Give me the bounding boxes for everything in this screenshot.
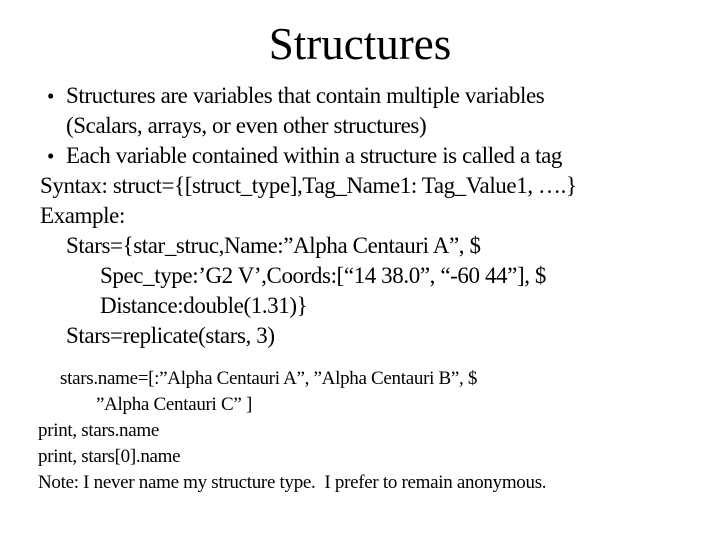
bullet-icon: • (47, 144, 54, 168)
page-title: Structures (268, 19, 452, 69)
bullet-item: • Each variable contained within a struc… (40, 141, 692, 171)
code-block: stars.name=[:”Alpha Centauri A”, ”Alpha … (0, 366, 720, 496)
bullet-line: Each variable contained within a structu… (66, 143, 562, 168)
code-line-stars-name: stars.name=[:”Alpha Centauri A”, ”Alpha … (60, 368, 478, 389)
code-line-print-indexed: print, stars[0].name (38, 446, 181, 467)
body-line-replicate: Stars=replicate(stars, 3) (66, 323, 275, 348)
code-line-centauri-c: ”Alpha Centauri C” ] (96, 394, 252, 415)
bullet-line: (Scalars, arrays, or even other structur… (66, 113, 427, 138)
body-line-syntax: Syntax: struct={[struct_type],Tag_Name1:… (40, 173, 577, 198)
bullet-icon: • (47, 84, 54, 108)
code-line-print-name: print, stars.name (38, 420, 160, 441)
body-line-example-label: Example: (40, 203, 125, 228)
bullet-line: Structures are variables that contain mu… (66, 83, 545, 108)
bullet-item: • Structures are variables that contain … (40, 81, 692, 141)
body-line-spec-type: Spec_type:’G2 V’,Coords:[“14 38.0”, “-60… (100, 263, 547, 288)
slide-body: • Structures are variables that contain … (0, 81, 720, 351)
body-line-distance: Distance:double(1.31)} (100, 293, 308, 318)
note-line: Note: I never name my structure type. I … (38, 472, 547, 493)
body-line-stars-definition: Stars={star_struc,Name:”Alpha Centauri A… (66, 233, 481, 258)
